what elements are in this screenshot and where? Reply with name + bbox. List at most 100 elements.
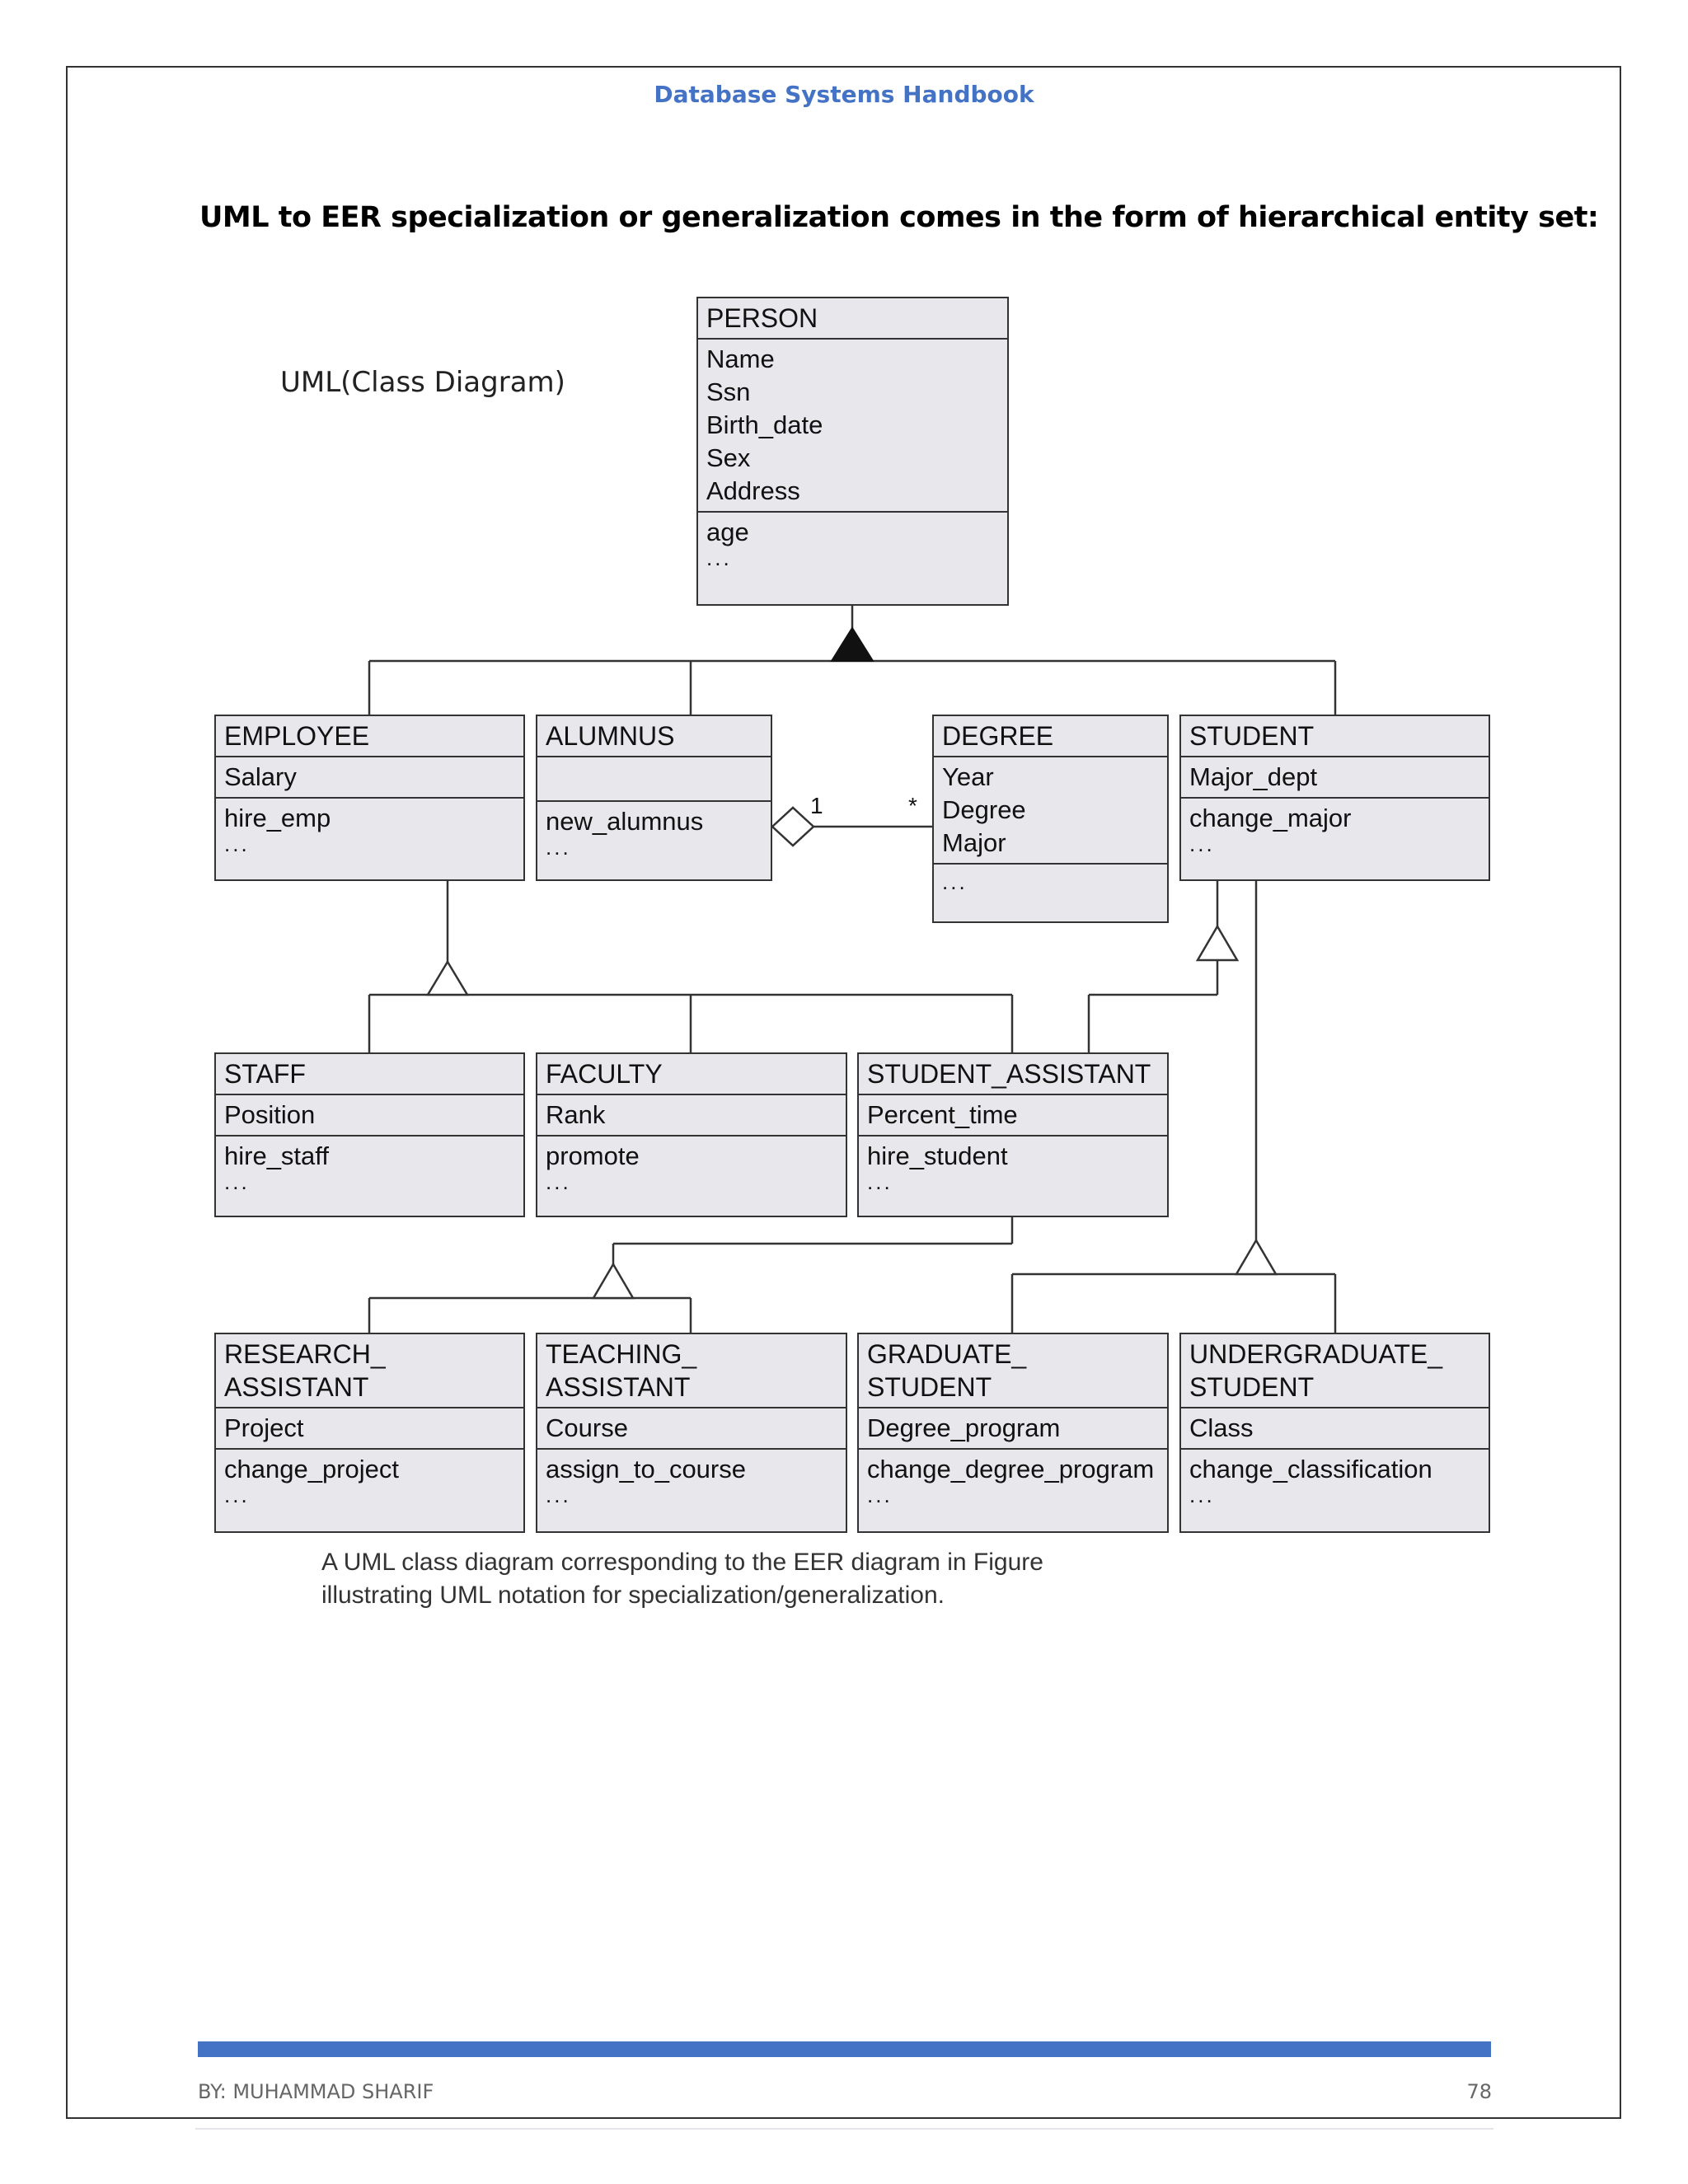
attributes-section: Course [537,1407,846,1448]
section-heading: UML to EER specialization or generalizat… [199,201,1599,234]
class-name-line: ASSISTANT [546,1372,691,1402]
ellipsis: ... [867,1169,893,1194]
attribute: Major [942,828,1006,857]
class-name-section: STUDENT_ASSISTANT [859,1054,1167,1094]
ellipsis: ... [224,1483,250,1507]
footer-rule [198,2041,1491,2057]
caption-line: A UML class diagram corresponding to the… [321,1549,1043,1576]
class-name: STUDENT_ASSISTANT [867,1059,1151,1089]
class-name: FACULTY [546,1059,663,1089]
attribute: Salary [224,762,297,791]
operation: change_classification [1189,1455,1432,1483]
class-name-line: ASSISTANT [224,1372,369,1402]
ellipsis: ... [942,869,968,894]
attribute: Name [706,344,775,373]
operations-section: ... [934,863,1167,894]
class-name: DEGREE [942,721,1054,751]
class-name-section: GRADUATE_ STUDENT [859,1334,1167,1407]
attributes-section: Year Degree Major [934,756,1167,863]
class-graduate-student: GRADUATE_ STUDENT Degree_program change_… [857,1333,1169,1533]
class-name-section: FACULTY [537,1054,846,1094]
class-degree: DEGREE Year Degree Major ... [932,715,1169,923]
multiplicity-many: * [908,793,917,818]
class-name-line: STUDENT [1189,1372,1315,1402]
class-person: PERSON Name Ssn Birth_date Sex Address a… [696,297,1009,606]
attributes-section: Degree_program [859,1407,1167,1448]
class-research-assistant: RESEARCH_ ASSISTANT Project change_proje… [214,1333,525,1533]
class-name: EMPLOYEE [224,721,370,751]
figure-caption: A UML class diagram corresponding to the… [321,1546,1043,1612]
operations-section: hire_student ... [859,1135,1167,1194]
class-name-line: UNDERGRADUATE_ [1189,1339,1442,1369]
class-name-line: TEACHING_ [546,1339,697,1369]
class-name-section: EMPLOYEE [216,716,523,756]
page-number: 78 [1466,2080,1492,2103]
operations-section: age ... [698,511,1007,570]
sa-gen-triangle [591,1262,635,1300]
operation: assign_to_course [546,1455,746,1483]
attribute: Course [546,1413,628,1442]
class-undergraduate-student: UNDERGRADUATE_ STUDENT Class change_clas… [1179,1333,1490,1533]
attributes-section: Salary [216,756,523,797]
page-border [66,66,1621,2119]
class-name-section: STAFF [216,1054,523,1094]
attribute: Percent_time [867,1100,1018,1129]
operations-section: change_degree_program ... [859,1448,1167,1507]
employee-gen-triangle [425,959,470,996]
caption-line: illustrating UML notation for specializa… [321,1582,945,1609]
class-name-line: GRADUATE_ [867,1339,1027,1369]
ellipsis: ... [867,1483,893,1507]
attribute: Sex [706,443,751,472]
attribute: Ssn [706,377,751,406]
operation: hire_student [867,1141,1008,1170]
attribute: Year [942,762,994,791]
footer-author: BY: MUHAMMAD SHARIF [198,2080,434,2103]
class-teaching-assistant: TEACHING_ ASSISTANT Course assign_to_cou… [536,1333,847,1533]
class-name-line: STUDENT [867,1372,992,1402]
operations-section: promote ... [537,1135,846,1194]
operation: promote [546,1141,640,1170]
ellipsis: ... [706,546,732,570]
attributes-section [537,756,771,800]
attributes-section: Position [216,1094,523,1135]
ellipsis: ... [1189,832,1215,856]
class-name: STAFF [224,1059,306,1089]
class-name-section: DEGREE [934,716,1167,756]
attribute: Project [224,1413,304,1442]
attribute: Position [224,1100,316,1129]
operation: hire_staff [224,1141,329,1170]
class-name-section: STUDENT [1181,716,1489,756]
attribute: Degree_program [867,1413,1061,1442]
class-employee: EMPLOYEE Salary hire_emp ... [214,715,525,881]
class-staff: STAFF Position hire_staff ... [214,1052,525,1217]
attributes-section: Major_dept [1181,756,1489,797]
class-alumnus: ALUMNUS new_alumnus ... [536,715,772,881]
operations-section: hire_staff ... [216,1135,523,1194]
class-faculty: FACULTY Rank promote ... [536,1052,847,1217]
attribute: Rank [546,1100,606,1129]
ellipsis: ... [546,1483,571,1507]
ellipsis: ... [224,1169,250,1194]
operation: hire_emp [224,804,331,832]
class-name-section: TEACHING_ ASSISTANT [537,1334,846,1407]
attributes-section: Percent_time [859,1094,1167,1135]
operation: change_degree_program [867,1455,1155,1483]
attribute: Birth_date [706,410,823,439]
operations-section: assign_to_course ... [537,1448,846,1507]
class-name-section: ALUMNUS [537,716,771,756]
operations-section: new_alumnus ... [537,800,771,860]
operation: change_major [1189,804,1352,832]
operations-section: change_project ... [216,1448,523,1507]
attributes-section: Project [216,1407,523,1448]
operations-section: hire_emp ... [216,797,523,856]
attribute: Address [706,476,800,505]
filled-gen-triangle [830,626,874,662]
class-name-line: RESEARCH_ [224,1339,386,1369]
attribute: Class [1189,1413,1254,1442]
class-name: PERSON [706,303,818,333]
ellipsis: ... [546,835,571,860]
class-student: STUDENT Major_dept change_major ... [1179,715,1490,881]
class-name: STUDENT [1189,721,1315,751]
aggregation-diamond [771,806,815,847]
